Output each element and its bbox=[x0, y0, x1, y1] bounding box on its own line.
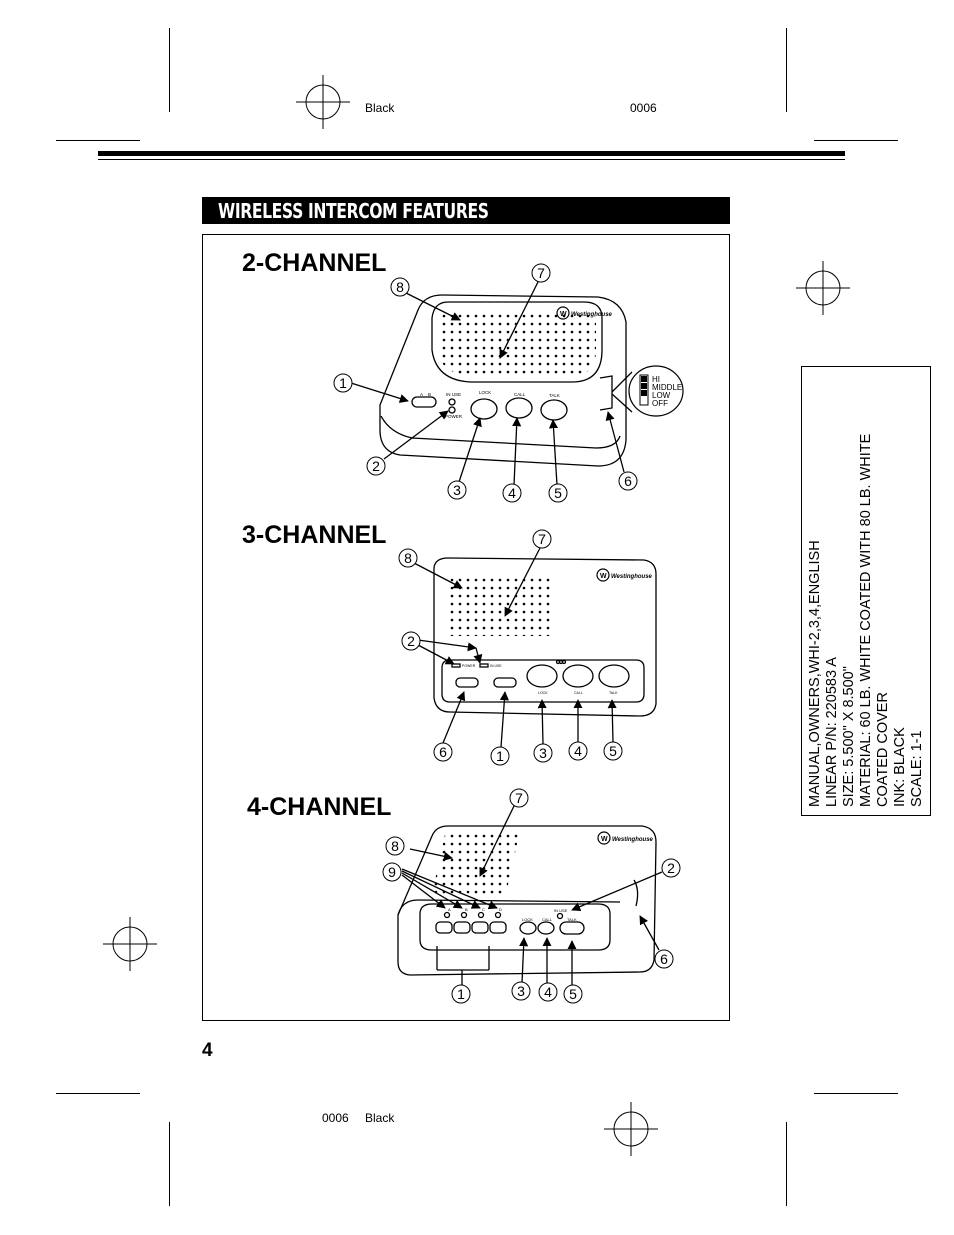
svg-text:1: 1 bbox=[457, 986, 465, 1002]
volume-switch-detail: HI MIDDLE LOW OFF bbox=[628, 365, 684, 417]
brand-name: Westinghouse bbox=[571, 312, 613, 318]
slug-bottom-ink: Black bbox=[365, 1111, 395, 1125]
svg-text:3: 3 bbox=[453, 482, 461, 498]
svg-text:8: 8 bbox=[391, 838, 399, 854]
volume-level-hi: HI bbox=[652, 375, 660, 384]
svg-text:CALL: CALL bbox=[574, 691, 583, 695]
svg-text:A: A bbox=[420, 392, 423, 397]
header-rule-thin bbox=[98, 159, 845, 160]
svg-text:B: B bbox=[428, 392, 431, 397]
features-box bbox=[202, 234, 730, 1021]
section-title: WIRELESS INTERCOM FEATURES bbox=[218, 199, 489, 223]
spec-line-2: LINEAR P/N: 220583 A bbox=[824, 657, 840, 807]
spec-line-6: INK: BLACK bbox=[892, 727, 908, 807]
svg-text:5: 5 bbox=[569, 986, 577, 1002]
svg-text:W: W bbox=[600, 573, 607, 580]
svg-text:IN USE: IN USE bbox=[446, 392, 461, 397]
svg-text:TALK: TALK bbox=[609, 691, 618, 695]
registration-mark-right bbox=[796, 261, 850, 315]
svg-text:5: 5 bbox=[554, 485, 562, 501]
svg-text:C: C bbox=[482, 907, 485, 912]
svg-text:7: 7 bbox=[515, 790, 523, 806]
svg-text:9: 9 bbox=[388, 864, 396, 880]
heading-2-channel: 2-CHANNEL bbox=[242, 249, 387, 277]
diagram-2-channel: W Westinghouse A B IN USE POWER LOCK CAL… bbox=[333, 263, 684, 503]
svg-text:2: 2 bbox=[372, 458, 380, 474]
registration-mark-top bbox=[296, 75, 350, 129]
svg-text:8: 8 bbox=[404, 550, 412, 566]
svg-text:7: 7 bbox=[538, 531, 546, 547]
svg-text:4: 4 bbox=[574, 743, 582, 759]
svg-text:B: B bbox=[465, 907, 468, 912]
heading-3-channel: 3-CHANNEL bbox=[242, 521, 387, 549]
svg-text:6: 6 bbox=[439, 744, 447, 760]
registration-mark-bottom bbox=[604, 1102, 658, 1156]
diagram-3-channel: W Westinghouse POWER IN USE LOCK CALL TA… bbox=[398, 529, 657, 766]
svg-text:5: 5 bbox=[609, 743, 617, 759]
print-spec-rotated: MANUAL,OWNERS,WHI-2,3,4,ENGLISH LINEAR P… bbox=[802, 367, 930, 815]
spec-line-3: SIZE: 5.500" X 8.500" bbox=[841, 666, 857, 807]
spec-line-7: SCALE: 1-1 bbox=[909, 730, 925, 807]
print-spec-box: MANUAL,OWNERS,WHI-2,3,4,ENGLISH LINEAR P… bbox=[801, 366, 931, 816]
svg-text:A: A bbox=[448, 907, 451, 912]
svg-text:W: W bbox=[601, 836, 608, 843]
spec-line-5: COATED COVER bbox=[875, 692, 891, 807]
westinghouse-logo: W Westinghouse bbox=[596, 568, 653, 582]
heading-4-channel: 4-CHANNEL bbox=[247, 793, 392, 821]
westinghouse-logo: W Westinghouse bbox=[556, 306, 613, 320]
diagram-4-channel: W Westinghouse A B C D IN USE LOCK CALL … bbox=[382, 788, 681, 1004]
svg-text:LOCK: LOCK bbox=[522, 917, 533, 922]
volume-level-off: OFF bbox=[652, 399, 668, 408]
spec-line-1: MANUAL,OWNERS,WHI-2,3,4,ENGLISH bbox=[807, 540, 823, 807]
svg-text:LOCK: LOCK bbox=[538, 691, 548, 695]
registration-mark-left bbox=[103, 917, 157, 971]
slug-top-ink: Black bbox=[365, 101, 395, 115]
section-title-bar: WIRELESS INTERCOM FEATURES bbox=[202, 197, 730, 224]
svg-text:CALL: CALL bbox=[542, 917, 553, 922]
slug-top-job: 0006 bbox=[630, 101, 657, 115]
brand-name: Westinghouse bbox=[611, 574, 653, 580]
volume-level-low: LOW bbox=[652, 391, 671, 400]
svg-text:3: 3 bbox=[539, 745, 547, 761]
svg-text:W: W bbox=[560, 311, 567, 318]
svg-text:CALL: CALL bbox=[514, 392, 526, 397]
svg-text:8: 8 bbox=[396, 279, 404, 295]
svg-text:4: 4 bbox=[544, 984, 552, 1000]
spec-line-4: MATERIAL: 60 LB. WHITE COATED WITH 80 LB… bbox=[858, 433, 874, 807]
svg-text:6: 6 bbox=[624, 473, 632, 489]
svg-text:TALK: TALK bbox=[567, 917, 577, 922]
svg-text:POWER: POWER bbox=[462, 664, 476, 668]
svg-text:6: 6 bbox=[660, 951, 668, 967]
svg-text:2: 2 bbox=[667, 860, 675, 876]
westinghouse-logo: W Westinghouse bbox=[597, 831, 654, 845]
svg-text:3: 3 bbox=[517, 983, 525, 999]
svg-text:7: 7 bbox=[537, 265, 545, 281]
svg-text:4: 4 bbox=[508, 485, 516, 501]
svg-text:LOCK: LOCK bbox=[479, 390, 491, 395]
slug-bottom-job: 0006 bbox=[322, 1111, 349, 1125]
volume-level-middle: MIDDLE bbox=[652, 383, 682, 392]
svg-text:POWER: POWER bbox=[445, 414, 463, 419]
svg-text:IN USE: IN USE bbox=[490, 664, 502, 668]
svg-text:1: 1 bbox=[496, 748, 504, 764]
svg-text:1: 1 bbox=[339, 375, 347, 391]
svg-text:IN USE: IN USE bbox=[554, 908, 568, 913]
brand-name: Westinghouse bbox=[612, 837, 654, 843]
svg-text:D: D bbox=[499, 907, 502, 912]
svg-text:TALK: TALK bbox=[549, 393, 560, 398]
svg-text:2: 2 bbox=[407, 633, 415, 649]
header-rule-thick bbox=[98, 151, 845, 156]
page-number: 4 bbox=[202, 1040, 213, 1061]
